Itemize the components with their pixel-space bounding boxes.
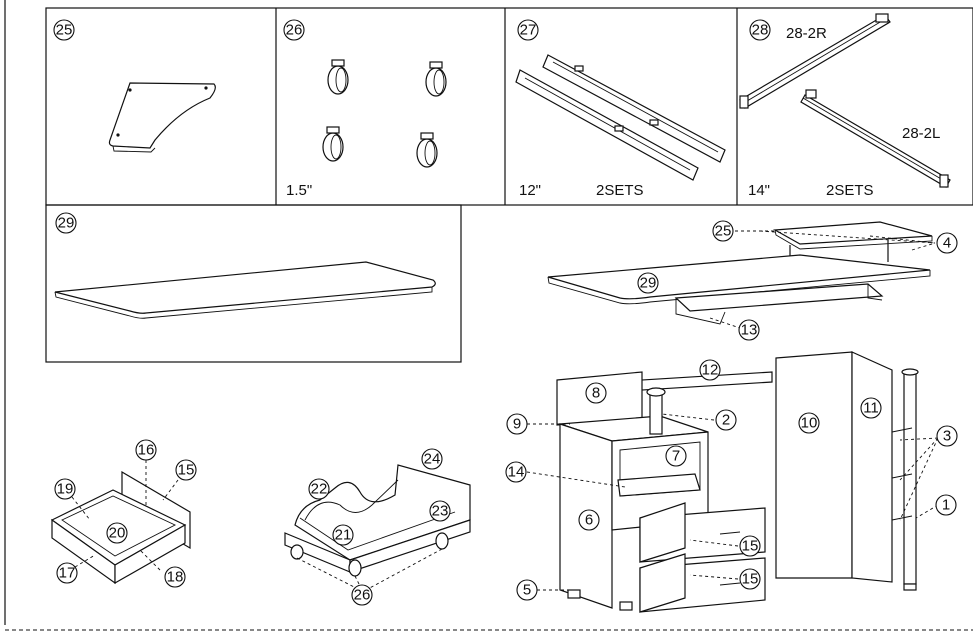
drawer-callout-3: 20 bbox=[109, 525, 126, 542]
main-callout-12: 15 bbox=[742, 571, 759, 588]
keyboard-slide-qty-label: 2SETS bbox=[826, 182, 874, 199]
callout-24: 24 bbox=[421, 448, 443, 470]
callout-23: 23 bbox=[429, 500, 451, 522]
cart-callout-4: 26 bbox=[354, 587, 371, 604]
main-callout-9: 6 bbox=[585, 512, 593, 529]
callout-29-assembly: 29 bbox=[637, 272, 659, 294]
callout-25-number: 25 bbox=[56, 22, 73, 39]
callout-10: 10 bbox=[798, 412, 820, 434]
callout-12: 12 bbox=[699, 359, 721, 381]
drawer-assembly: 16 15 19 20 17 18 bbox=[50, 439, 197, 588]
main-callout-7: 7 bbox=[672, 448, 680, 465]
callout-9: 9 bbox=[506, 413, 528, 435]
callout-15-drawer: 15 bbox=[175, 459, 197, 481]
callout-17: 17 bbox=[56, 562, 78, 584]
corner-shelf-drawing bbox=[108, 82, 216, 153]
callout-1: 1 bbox=[935, 494, 957, 516]
callout-26-cart: 26 bbox=[351, 584, 373, 606]
drawer-callout-4: 17 bbox=[59, 565, 76, 582]
callout-2: 2 bbox=[715, 409, 737, 431]
main-callout-10: 1 bbox=[942, 497, 950, 514]
part-28-cell: 28 28-2R 28-2L 14" 2SETS bbox=[739, 13, 951, 199]
cart-callout-3: 21 bbox=[335, 527, 352, 544]
slide-right-label: 28-2R bbox=[786, 25, 827, 42]
callout-6: 6 bbox=[578, 509, 600, 531]
assembly-top-callout-3: 13 bbox=[741, 322, 758, 339]
callout-15-top: 15 bbox=[739, 535, 761, 557]
callout-5: 5 bbox=[516, 579, 538, 601]
drawer-callout-1: 15 bbox=[178, 462, 195, 479]
callout-11: 11 bbox=[860, 397, 882, 419]
assembly-top-callout-0: 25 bbox=[715, 223, 732, 240]
callout-29-number: 29 bbox=[58, 215, 75, 232]
drawer-callout-2: 19 bbox=[57, 481, 74, 498]
callout-8: 8 bbox=[585, 382, 607, 404]
frame bbox=[4, 0, 973, 631]
main-callout-4: 10 bbox=[801, 415, 818, 432]
callout-28: 28 bbox=[749, 19, 771, 41]
main-callout-0: 12 bbox=[702, 362, 719, 379]
desktop-panel-drawing bbox=[54, 261, 436, 319]
main-callout-11: 15 bbox=[742, 538, 759, 555]
assembly-top-callout-2: 29 bbox=[640, 275, 657, 292]
callout-16: 16 bbox=[135, 439, 157, 461]
main-callout-1: 8 bbox=[592, 385, 600, 402]
callout-14: 14 bbox=[505, 461, 527, 483]
main-callout-3: 9 bbox=[513, 416, 521, 433]
cart-callout-0: 24 bbox=[424, 451, 441, 468]
callout-27-number: 27 bbox=[520, 22, 537, 39]
main-assembly: 12 8 2 9 10 11 3 7 bbox=[505, 351, 958, 613]
callout-4: 4 bbox=[936, 232, 958, 254]
callout-18: 18 bbox=[164, 566, 186, 588]
callout-20: 20 bbox=[106, 522, 128, 544]
assembly-top-callout-1: 4 bbox=[943, 235, 951, 252]
cart-callout-2: 23 bbox=[432, 503, 449, 520]
caster-size-label: 1.5" bbox=[286, 182, 312, 199]
callout-29: 29 bbox=[55, 212, 77, 234]
part-29-cell: 29 bbox=[45, 204, 462, 363]
main-callout-8: 14 bbox=[508, 464, 525, 481]
part-27-cell: 27 12" 2SETS bbox=[515, 19, 726, 199]
part-26-cell: 26 1.5" bbox=[283, 19, 447, 199]
slide-size-label: 12" bbox=[519, 182, 541, 199]
callout-25: 25 bbox=[53, 19, 75, 41]
callout-7: 7 bbox=[665, 445, 687, 467]
callout-26-number: 26 bbox=[286, 22, 303, 39]
callout-15-bottom: 15 bbox=[739, 568, 761, 590]
main-callout-6: 3 bbox=[943, 428, 951, 445]
keyboard-slide-drawing bbox=[739, 13, 951, 188]
callout-19: 19 bbox=[54, 478, 76, 500]
drawer-callout-0: 16 bbox=[138, 442, 155, 459]
main-callout-2: 2 bbox=[722, 412, 730, 429]
callout-22: 22 bbox=[308, 478, 330, 500]
part-25-cell: 25 bbox=[53, 19, 216, 153]
main-callout-13: 5 bbox=[523, 582, 531, 599]
callout-21: 21 bbox=[332, 524, 354, 546]
keyboard-slide-size-label: 14" bbox=[748, 182, 770, 199]
slide-left-label: 28-2L bbox=[902, 125, 940, 142]
callout-28-number: 28 bbox=[752, 22, 769, 39]
caster-wheels-drawing bbox=[322, 59, 447, 168]
desktop-assembly: 25 4 29 13 bbox=[547, 220, 958, 341]
callout-27: 27 bbox=[517, 19, 539, 41]
callout-26: 26 bbox=[283, 19, 305, 41]
cart-callout-1: 22 bbox=[311, 481, 328, 498]
parts-grid bbox=[45, 7, 973, 206]
callout-13: 13 bbox=[738, 319, 760, 341]
callout-25-assembly: 25 bbox=[712, 220, 734, 242]
cart-assembly: 24 22 23 21 26 bbox=[284, 448, 471, 606]
drawer-slide-drawing bbox=[515, 54, 726, 181]
callout-3: 3 bbox=[936, 425, 958, 447]
main-callout-5: 11 bbox=[863, 400, 879, 417]
slide-qty-label: 2SETS bbox=[596, 182, 644, 199]
drawer-callout-5: 18 bbox=[167, 569, 184, 586]
